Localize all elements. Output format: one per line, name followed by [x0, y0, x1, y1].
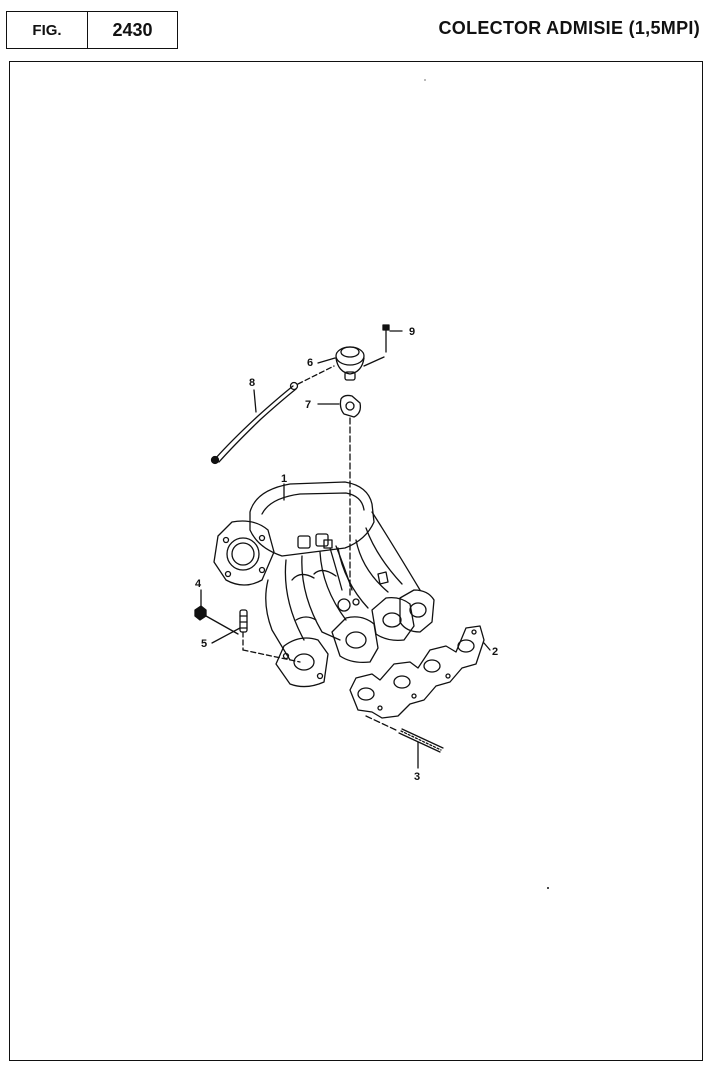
fig-number: 2430	[112, 19, 153, 40]
stud-bolt-part-5	[211, 609, 301, 663]
callout-3: 3	[414, 771, 420, 783]
callout-4: 4	[195, 578, 202, 590]
egr-valve-part-6	[317, 346, 385, 381]
egr-pipe-part-8	[210, 365, 335, 465]
callout-8: 8	[249, 377, 255, 389]
intake-manifold-part-1	[213, 481, 435, 688]
figure-number-box: FIG. 2430	[6, 11, 178, 49]
manifold-gasket-part-2	[349, 625, 491, 719]
bolt-part-9	[382, 324, 403, 353]
callout-9: 9	[409, 326, 415, 338]
drawing-frame	[9, 61, 703, 1061]
callout-7: 7	[305, 399, 311, 411]
gasket-part-7	[317, 394, 362, 418]
callout-6: 6	[307, 357, 313, 369]
callout-2: 2	[492, 646, 498, 658]
stud-part-3	[365, 715, 444, 769]
page-title: COLECTOR ADMISIE (1,5MPI)	[438, 18, 700, 38]
callout-5: 5	[201, 638, 207, 650]
fig-label: FIG.	[7, 12, 88, 48]
nut-part-4	[194, 589, 239, 635]
callout-1: 1	[281, 473, 287, 485]
